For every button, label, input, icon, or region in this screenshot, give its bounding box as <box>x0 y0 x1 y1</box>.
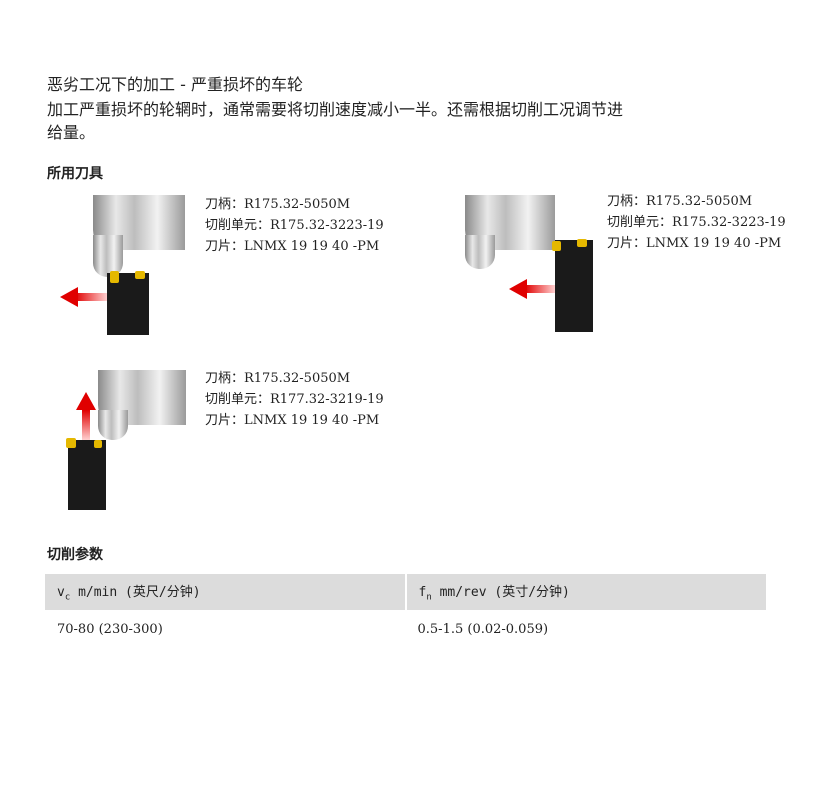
params-heading: 切削参数 <box>47 547 103 563</box>
holder-spec: 刀柄：R175.32-5050M <box>205 197 351 212</box>
table-row: 70-80 (230-300) 0.5-1.5 (0.02-0.059) <box>45 610 766 648</box>
tool-image-1 <box>55 195 195 335</box>
holder-spec: 刀柄：R175.32-5050M <box>607 194 753 209</box>
tools-heading: 所用刀具 <box>47 166 103 182</box>
fn-value: 0.5-1.5 (0.02-0.059) <box>417 621 549 637</box>
holder-spec: 刀柄：R175.32-5050M <box>205 371 351 386</box>
subscript: n <box>426 592 432 603</box>
unit-spec: 切削单元：R175.32-3223-19 <box>607 215 786 230</box>
table-header: vc m/min (英尺/分钟) fn mm/rev (英寸/分钟) <box>45 574 766 610</box>
tool-spec-3: 刀柄：R175.32-5050M 切削单元：R177.32-3219-19 刀片… <box>205 368 384 431</box>
symbol: f <box>418 585 427 601</box>
unit-spec: 切削单元：R177.32-3219-19 <box>205 392 384 407</box>
unit: mm/rev (英寸/分钟) <box>431 585 570 601</box>
unit-spec: 切削单元：R175.32-3223-19 <box>205 218 384 233</box>
tool-image-2 <box>465 195 600 335</box>
tool-image-3 <box>60 370 190 510</box>
cutting-params-table: vc m/min (英尺/分钟) fn mm/rev (英寸/分钟) 70-80… <box>45 574 766 648</box>
page-title: 恶劣工况下的加工 - 严重损坏的车轮 <box>47 75 303 94</box>
header-fn: fn mm/rev (英寸/分钟) <box>404 574 766 610</box>
tool-spec-1: 刀柄：R175.32-5050M 切削单元：R175.32-3223-19 刀片… <box>205 194 384 257</box>
insert-spec: 刀片：LNMX 19 19 40 -PM <box>205 239 380 254</box>
subscript: c <box>64 592 71 603</box>
insert-spec: 刀片：LNMX 19 19 40 -PM <box>205 413 380 428</box>
symbol: v <box>57 585 65 601</box>
vc-value: 70-80 (230-300) <box>57 621 163 637</box>
unit: m/min (英尺/分钟) <box>70 585 201 601</box>
description: 加工严重损坏的轮辋时，通常需要将切削速度减小一半。还需根据切削工况调节进给量。 <box>47 100 624 142</box>
tool-spec-2: 刀柄：R175.32-5050M 切削单元：R175.32-3223-19 刀片… <box>607 191 786 254</box>
header-vc: vc m/min (英尺/分钟) <box>45 574 406 610</box>
insert-spec: 刀片：LNMX 19 19 40 -PM <box>607 236 782 251</box>
